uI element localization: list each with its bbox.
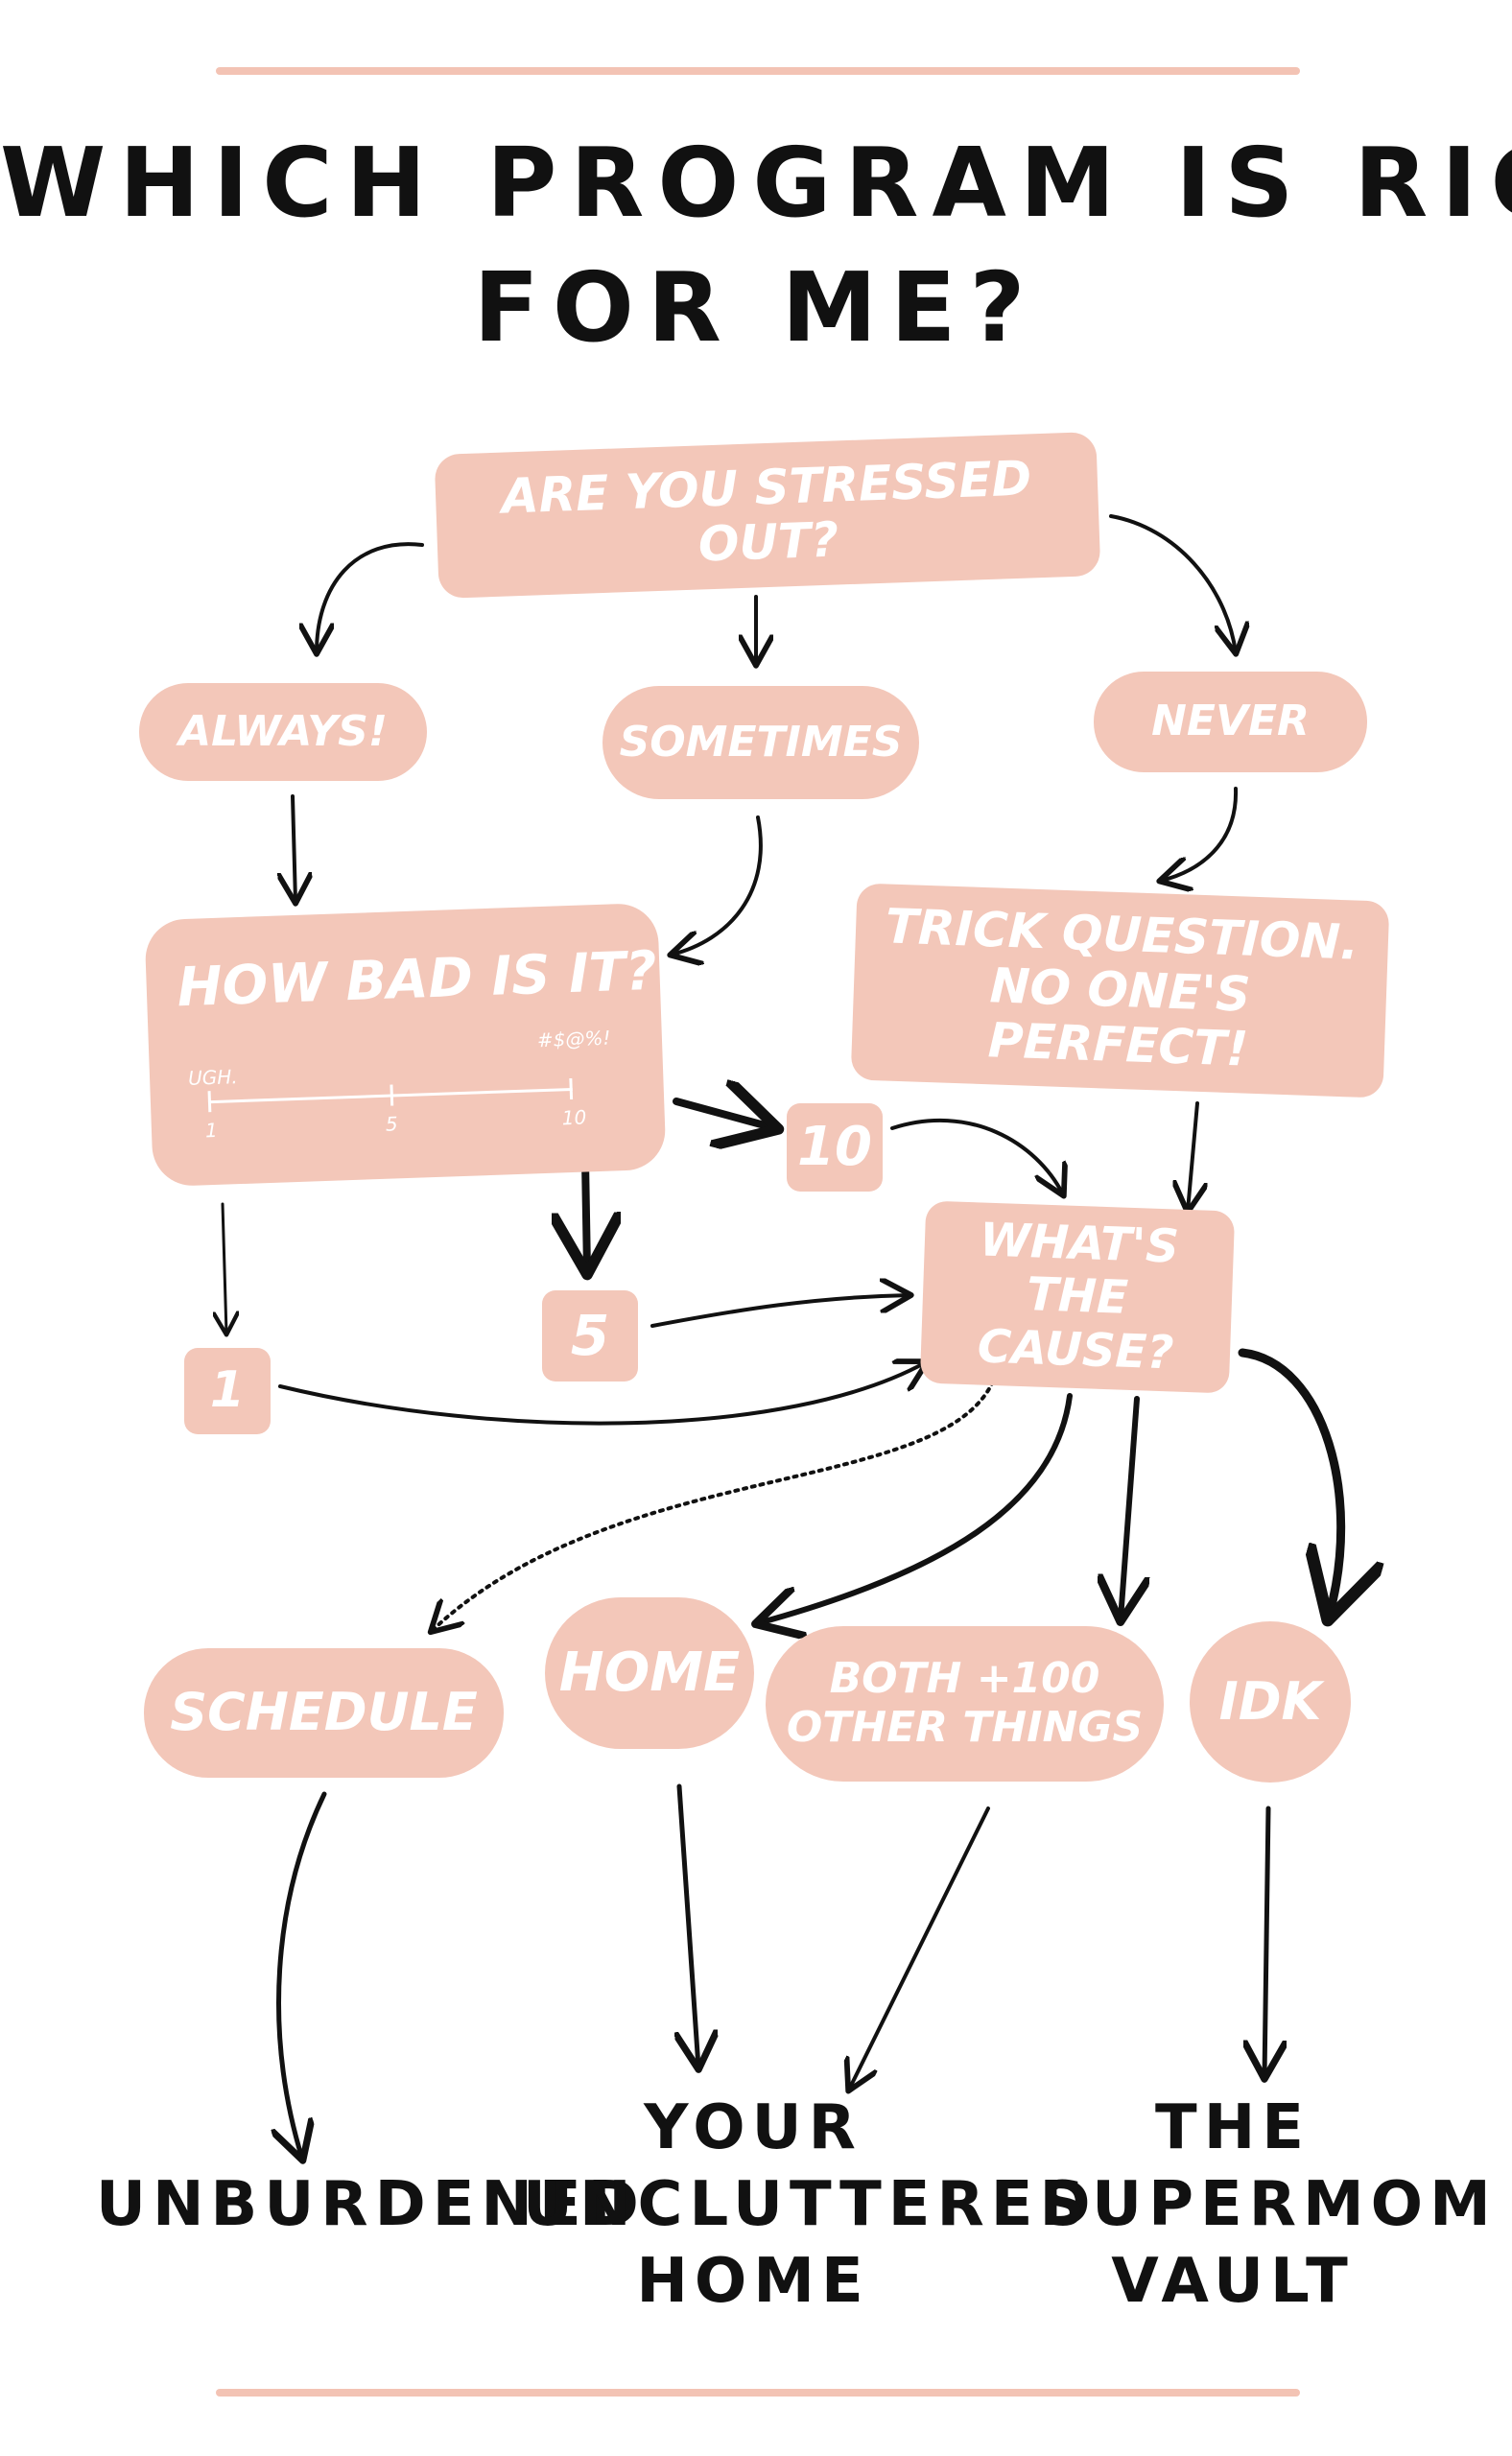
outcome-home-line-3: HOME (636, 2246, 870, 2317)
trick-question-line-2: NO ONE'S PERFECT! (986, 957, 1252, 1077)
arrow-idk-to-vault (1264, 1806, 1268, 2077)
scale-tick-mark (569, 1077, 574, 1100)
scale-tick-label: 10 (561, 1105, 587, 1130)
answer-never-label: NEVER (1151, 697, 1310, 746)
arrow-never-to-trick (1161, 787, 1239, 881)
cause-both-line-1: BOTH +100 (829, 1654, 1100, 1704)
outcome-supermom-vault: THE SUPERMOM VAULT (1041, 2090, 1498, 2320)
rating-5-label: 5 (570, 1303, 610, 1369)
arrow-howbad-to-1 (223, 1202, 226, 1334)
question-cause-line-2: THE CAUSE? (976, 1267, 1175, 1381)
arrow-5-to-cause (650, 1295, 910, 1328)
question-how-bad-label: HOW BAD IS IT? (176, 939, 658, 1020)
outcome-vault-line-2: SUPERMOM (1041, 2169, 1498, 2240)
arrow-home-to-uncluttered (679, 1783, 698, 2067)
scale-tick-label: 5 (385, 1112, 399, 1136)
cause-both-line-2: OTHER THINGS (786, 1703, 1144, 1752)
scale-high-word: #$@%! (536, 1026, 611, 1052)
cause-schedule-label: SCHEDULE (170, 1682, 478, 1743)
outcome-vault-line-1: THE (1155, 2092, 1311, 2163)
arrow-always-to-howbad (293, 794, 295, 902)
cause-idk-label: IDK (1218, 1670, 1322, 1732)
arrow-10-to-cause (890, 1118, 1063, 1194)
cause-home-node: HOME (545, 1597, 754, 1749)
page-title-line-2: FOR ME? (473, 251, 1039, 364)
scale-tick-mark (390, 1084, 394, 1106)
arrow-1-to-cause (278, 1362, 926, 1426)
outcome-home-line-2: UNCLUTTERED (523, 2169, 1098, 2240)
answer-sometimes-node: SOMETIMES (602, 686, 919, 799)
outcome-uncluttered-home: YOUR UNCLUTTERED HOME (523, 2090, 1098, 2320)
rating-5-node: 5 (542, 1290, 638, 1382)
arrow-stressed-to-always (317, 542, 424, 652)
outcome-home-line-1: YOUR (644, 2092, 862, 2163)
cause-idk-node: IDK (1190, 1621, 1351, 1783)
arrow-schedule-to-unburdened (279, 1791, 327, 2159)
arrow-sometimes-to-howbad (672, 815, 763, 955)
cause-schedule-node: SCHEDULE (144, 1648, 504, 1778)
answer-never-node: NEVER (1094, 672, 1367, 772)
outcome-vault-line-3: VAULT (1111, 2246, 1355, 2317)
arrow-cause-to-idk (1238, 1348, 1341, 1617)
outcome-unburdened: UNBURDENED (96, 2166, 646, 2243)
scale-tick-label: 1 (204, 1118, 219, 1143)
arrow-howbad-to-5 (585, 1157, 587, 1271)
arrow-both-to-uncluttered (849, 1807, 990, 2090)
arrow-cause-to-home (758, 1393, 1073, 1623)
rating-1-label: 1 (209, 1361, 246, 1420)
scale-low-word: UGH. (187, 1065, 239, 1090)
rating-10-node: 10 (787, 1103, 883, 1192)
top-divider (216, 67, 1300, 75)
page-title-line-1: WHICH PROGRAM IS RIGHT (0, 127, 1512, 239)
bottom-divider (216, 2389, 1300, 2397)
question-stressed-label: ARE YOU STRESSED OUT? (500, 449, 1033, 573)
arrow-stressed-to-never (1109, 514, 1236, 652)
rating-1-node: 1 (184, 1348, 271, 1434)
question-how-bad-node: HOW BAD IS IT? UGH. #$@%! 1 5 10 (144, 902, 667, 1188)
trick-question-node: TRICK QUESTION. NO ONE'S PERFECT! (850, 883, 1390, 1098)
question-stressed-node: ARE YOU STRESSED OUT? (434, 432, 1101, 599)
answer-always-node: ALWAYS! (139, 683, 427, 781)
question-cause-node: WHAT'S THE CAUSE? (919, 1200, 1236, 1394)
rating-10-label: 10 (797, 1115, 872, 1178)
arrow-howbad-to-10 (673, 1101, 775, 1128)
answer-always-label: ALWAYS! (178, 706, 388, 756)
cause-home-label: HOME (558, 1641, 741, 1704)
arrow-cause-to-both (1121, 1396, 1137, 1619)
arrow-cause-to-schedule (432, 1380, 995, 1631)
answer-sometimes-label: SOMETIMES (619, 717, 903, 767)
cause-both-node: BOTH +100 OTHER THINGS (766, 1626, 1164, 1782)
arrow-trick-to-cause (1188, 1101, 1197, 1211)
scale-tick-mark (207, 1091, 212, 1113)
outcome-unburdened-label: UNBURDENED (96, 2169, 646, 2240)
